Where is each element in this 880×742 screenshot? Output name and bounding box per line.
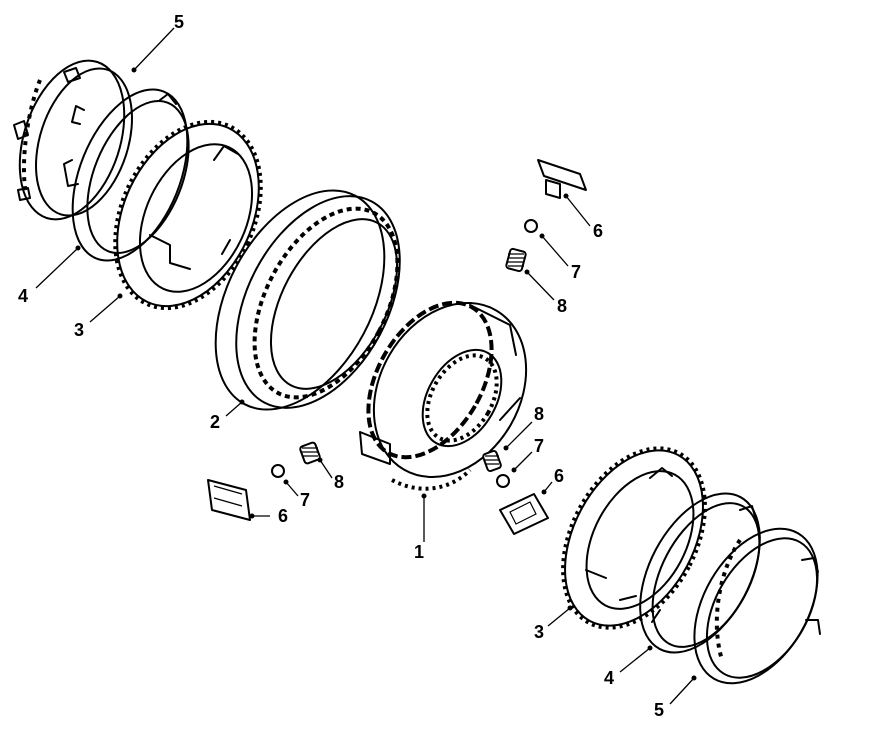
- callout-label: 7: [534, 436, 544, 456]
- detent-ball-center-right: [496, 474, 510, 488]
- spring-center-right: [482, 449, 502, 473]
- callout-label: 5: [174, 12, 184, 32]
- detent-ball-lower-left: [271, 464, 285, 478]
- synchronizer-hub: [359, 300, 528, 491]
- callout-label: 8: [534, 404, 544, 424]
- callout-label: 4: [18, 286, 28, 306]
- callout-label: 2: [210, 412, 220, 432]
- intermediate-ring-upper: [63, 88, 190, 262]
- callout-label: 3: [74, 320, 84, 340]
- callout-label: 6: [593, 221, 603, 241]
- synchro-ring-upper: [113, 119, 263, 311]
- callout-label: 7: [300, 490, 310, 510]
- callout-label: 8: [557, 296, 567, 316]
- callout-label: 3: [534, 622, 544, 642]
- spring-upper: [505, 247, 527, 273]
- callout-labels: 5 4 3 2 1 6 7 8 6 7 8 8 7 6 3 4 5: [18, 12, 664, 720]
- outer-blocker-ring-lower: [693, 527, 821, 685]
- callout-label: 8: [334, 472, 344, 492]
- callout-label: 1: [414, 542, 424, 562]
- strut-key-center-right: [499, 493, 549, 535]
- synchronizer-sleeve: [214, 189, 401, 411]
- callout-label: 5: [654, 700, 664, 720]
- callout-label: 6: [554, 466, 564, 486]
- intermediate-ring-lower: [639, 492, 761, 654]
- callout-label: 6: [278, 506, 288, 526]
- outer-blocker-ring-upper: [13, 59, 133, 221]
- synchro-ring-lower: [561, 446, 707, 630]
- detent-ball-upper: [524, 219, 538, 233]
- strut-key-upper: [537, 159, 587, 199]
- callout-label: 7: [571, 262, 581, 282]
- leader-lines: [35, 27, 697, 705]
- callout-label: 4: [604, 668, 614, 688]
- spring-lower-left: [299, 441, 321, 465]
- strut-key-lower-left: [207, 479, 251, 521]
